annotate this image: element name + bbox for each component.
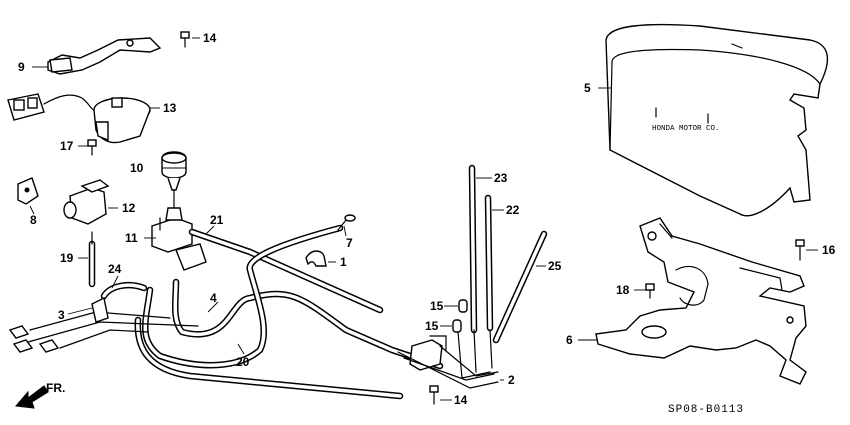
part-9-bracket (47, 37, 162, 75)
front-label: FR. (46, 381, 65, 395)
callout-13: 13 (163, 101, 177, 115)
callout-3: 3 (58, 308, 65, 322)
part-10-filter (161, 151, 187, 191)
cover-stamp-text: HONDA MOTOR CO. (652, 125, 720, 133)
part-13-sensor (7, 93, 151, 144)
hose-24 (100, 282, 148, 300)
diagram-code: SP08-B0113 (668, 404, 744, 416)
callout-19: 19 (60, 251, 74, 265)
callout-15-upper: 15 (430, 299, 444, 313)
callout-14-top: 14 (203, 31, 217, 45)
hose-25 (492, 230, 548, 344)
callout-15-lower: 15 (425, 319, 439, 333)
part-11-solenoid (151, 189, 207, 271)
callout-7: 7 (346, 236, 353, 250)
callout-4: 4 (210, 291, 217, 305)
callout-23: 23 (494, 171, 508, 185)
callout-17: 17 (60, 139, 74, 153)
part-7-bolt (337, 214, 356, 231)
hose-22 (484, 194, 494, 332)
hose-4 (172, 278, 444, 370)
callout-14-bottom: 14 (454, 393, 468, 407)
part-2-joint-bracket (397, 329, 499, 389)
callout-21: 21 (210, 213, 224, 227)
callout-16: 16 (822, 243, 836, 257)
callout-12: 12 (122, 201, 136, 215)
part-8-bracket (17, 177, 39, 205)
callout-9: 9 (18, 60, 25, 74)
callout-20: 20 (236, 355, 250, 369)
hose-21 (188, 228, 384, 314)
part-14-bolt-top (180, 31, 190, 48)
callout-8: 8 (30, 213, 37, 227)
callout-5: 5 (584, 81, 591, 95)
callout-1: 1 (340, 255, 347, 269)
part-16-bolt (795, 239, 805, 261)
callout-6: 6 (566, 333, 573, 347)
hose-main-long (134, 316, 404, 400)
part-15-cap-lower (452, 319, 462, 333)
hose-20 (142, 224, 344, 369)
callout-25: 25 (548, 259, 562, 273)
part-5-cover: HONDA MOTOR CO. (605, 23, 829, 217)
part-1-clip (305, 250, 327, 267)
callout-10: 10 (130, 161, 144, 175)
part-18-bolt (645, 283, 655, 299)
part-12-connector (63, 179, 110, 225)
callout-24: 24 (108, 262, 122, 276)
left-wires (8, 296, 199, 353)
front-direction-arrow: FR. (15, 381, 65, 409)
callout-11: 11 (125, 231, 138, 245)
part-17-bolt (87, 139, 97, 156)
part-15-cap-upper (458, 299, 468, 313)
leader-lines (29, 37, 818, 401)
callout-18: 18 (616, 283, 630, 297)
part-14-bolt-bottom (429, 385, 439, 405)
callout-22: 22 (506, 203, 520, 217)
part-6-bracket (595, 217, 807, 385)
hose-23 (468, 164, 478, 334)
callout-2: 2 (508, 373, 515, 387)
